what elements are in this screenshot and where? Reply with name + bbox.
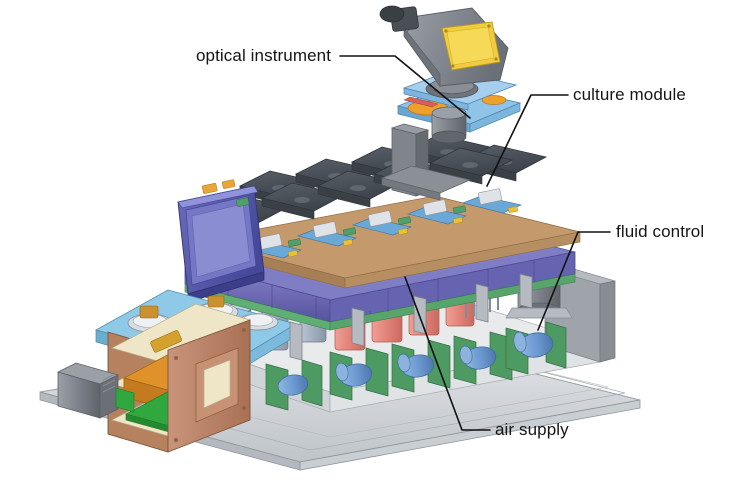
culture-module-device <box>462 188 522 214</box>
culture-module-lid <box>428 147 514 185</box>
compressor-unit <box>57 362 135 419</box>
label-fluid-control: fluid control <box>616 222 705 241</box>
leader-lines <box>339 55 611 431</box>
cabinet-gold-component <box>150 330 182 353</box>
electronics-cabinet <box>107 303 251 453</box>
fluid-control-station <box>391 339 451 393</box>
label-air-supply: air supply <box>495 420 569 439</box>
culture-module-device <box>352 210 412 236</box>
fluid-control-station <box>505 321 567 375</box>
lid-hinge <box>201 179 250 207</box>
microscope-objective <box>431 106 467 144</box>
fluid-control-station <box>329 347 389 401</box>
leader-air-supply <box>404 276 491 431</box>
optical-instrument <box>379 5 522 201</box>
culture-module-device <box>407 199 467 225</box>
microscope-head <box>403 7 509 88</box>
open-access-lid <box>177 179 265 303</box>
fluid-control-station <box>265 359 323 411</box>
microscope-eyepiece <box>379 5 419 32</box>
label-culture-module: culture module <box>573 85 686 104</box>
culture-module-device <box>297 221 357 247</box>
leader-optical-instrument <box>339 55 471 119</box>
leader-culture-module <box>486 94 569 187</box>
leader-fluid-control <box>537 231 611 331</box>
label-optical-instrument: optical instrument <box>196 46 332 65</box>
